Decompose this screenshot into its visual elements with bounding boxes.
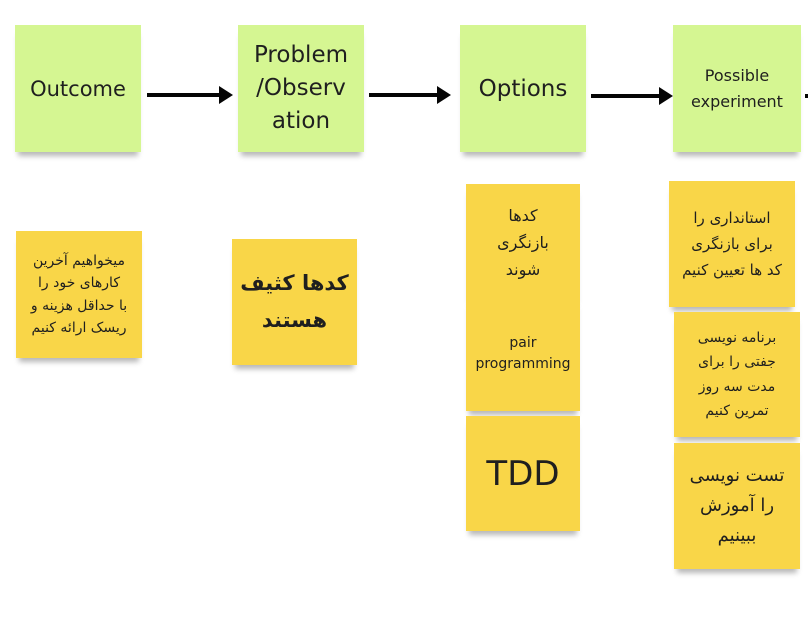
experiment-header-label: Possible experiment <box>691 65 783 111</box>
problem-header-note[interactable]: Problem /Observ ation <box>238 25 364 152</box>
outcome-header-label: Outcome <box>30 76 126 101</box>
experiment-sticky-note[interactable]: استانداری را برای بازنگری کد ها تعیین کن… <box>669 181 795 307</box>
option-note-text: کدها بازنگری شوند <box>497 205 549 280</box>
outcome-sticky-note[interactable]: میخواهیم آخرین کارهای خود را با حداقل هز… <box>16 231 142 358</box>
problem-note-text: کدها کثیف هستند <box>240 271 349 332</box>
arrow-experiment-continuation <box>805 94 808 98</box>
experiment-sticky-note[interactable]: برنامه نویسی جفتی را برای مدت سه روز تمر… <box>674 312 800 437</box>
experiment-header-note[interactable]: Possible experiment <box>673 25 801 152</box>
option-sticky-note[interactable]: کدها بازنگری شوند <box>466 184 580 301</box>
outcome-header-note[interactable]: Outcome <box>15 25 141 152</box>
option-sticky-note[interactable]: pair programming <box>466 297 580 411</box>
outcome-note-text: میخواهیم آخرین کارهای خود را با حداقل هز… <box>30 252 128 336</box>
option-note-text: pair programming <box>475 335 571 372</box>
options-header-label: Options <box>478 75 568 102</box>
option-sticky-note[interactable]: TDD <box>466 416 580 531</box>
experiment-sticky-note[interactable]: تست نویسی را آموزش ببینیم <box>674 443 800 569</box>
arrow-options-to-experiment <box>591 87 673 105</box>
experiment-note-text: برنامه نویسی جفتی را برای مدت سه روز تمر… <box>697 329 777 420</box>
experiment-note-text: استانداری را برای بازنگری کد ها تعیین کن… <box>682 208 782 280</box>
arrow-outcome-to-problem <box>147 86 233 104</box>
options-header-note[interactable]: Options <box>460 25 586 152</box>
problem-sticky-note[interactable]: کدها کثیف هستند <box>232 239 357 365</box>
experiment-note-text: تست نویسی را آموزش ببینیم <box>689 465 785 546</box>
problem-header-label: Problem /Observ ation <box>253 42 349 134</box>
arrow-problem-to-options <box>369 86 451 104</box>
option-note-text: TDD <box>486 453 560 494</box>
